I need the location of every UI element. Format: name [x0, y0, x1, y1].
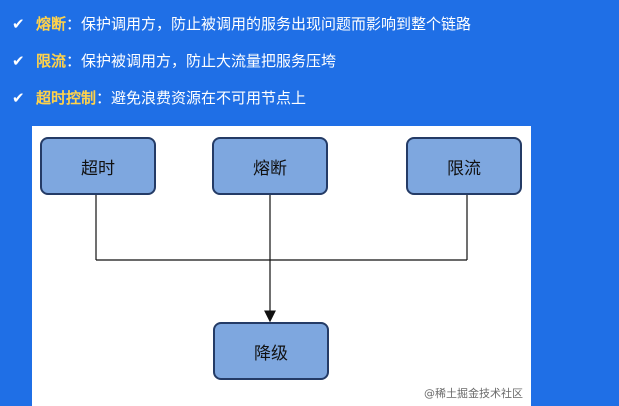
bullet-separator: ： — [96, 89, 112, 107]
bullet-item-circuit-breaker: ✔ 熔断 ： 保护调用方，防止被调用的服务出现问题而影响到整个链路 — [12, 6, 612, 43]
bullet-description: 保护被调用方，防止大流量把服务压垮 — [81, 52, 337, 70]
node-label: 熔断 — [253, 158, 287, 179]
node-circuit-breaker: 熔断 — [212, 137, 328, 195]
node-label: 降级 — [254, 343, 288, 364]
node-degrade: 降级 — [213, 322, 329, 380]
node-timeout: 超时 — [40, 137, 156, 195]
degradation-diagram: 超时 熔断 限流 降级 @稀土掘金技术社区 — [32, 126, 531, 406]
node-label: 限流 — [447, 158, 481, 179]
node-label: 超时 — [81, 158, 115, 179]
bullet-term: 熔断 — [36, 15, 67, 33]
bullet-list: ✔ 熔断 ： 保护调用方，防止被调用的服务出现问题而影响到整个链路 ✔ 限流 ：… — [12, 6, 612, 117]
node-rate-limit: 限流 — [406, 137, 522, 195]
bullet-separator: ： — [66, 15, 82, 33]
bullet-item-rate-limit: ✔ 限流 ： 保护被调用方，防止大流量把服务压垮 — [12, 43, 612, 80]
bullet-term: 超时控制 — [36, 89, 97, 107]
bullet-description: 保护调用方，防止被调用的服务出现问题而影响到整个链路 — [81, 15, 472, 33]
bullet-separator: ： — [66, 52, 82, 70]
check-icon: ✔ — [12, 52, 25, 70]
check-icon: ✔ — [12, 89, 25, 107]
bullet-item-timeout-control: ✔ 超时控制 ： 避免浪费资源在不可用节点上 — [12, 80, 612, 117]
bullet-term: 限流 — [36, 52, 67, 70]
watermark: @稀土掘金技术社区 — [424, 387, 523, 400]
bullet-description: 避免浪费资源在不可用节点上 — [111, 89, 307, 107]
diagram-connectors — [95, 194, 468, 323]
check-icon: ✔ — [12, 15, 25, 33]
